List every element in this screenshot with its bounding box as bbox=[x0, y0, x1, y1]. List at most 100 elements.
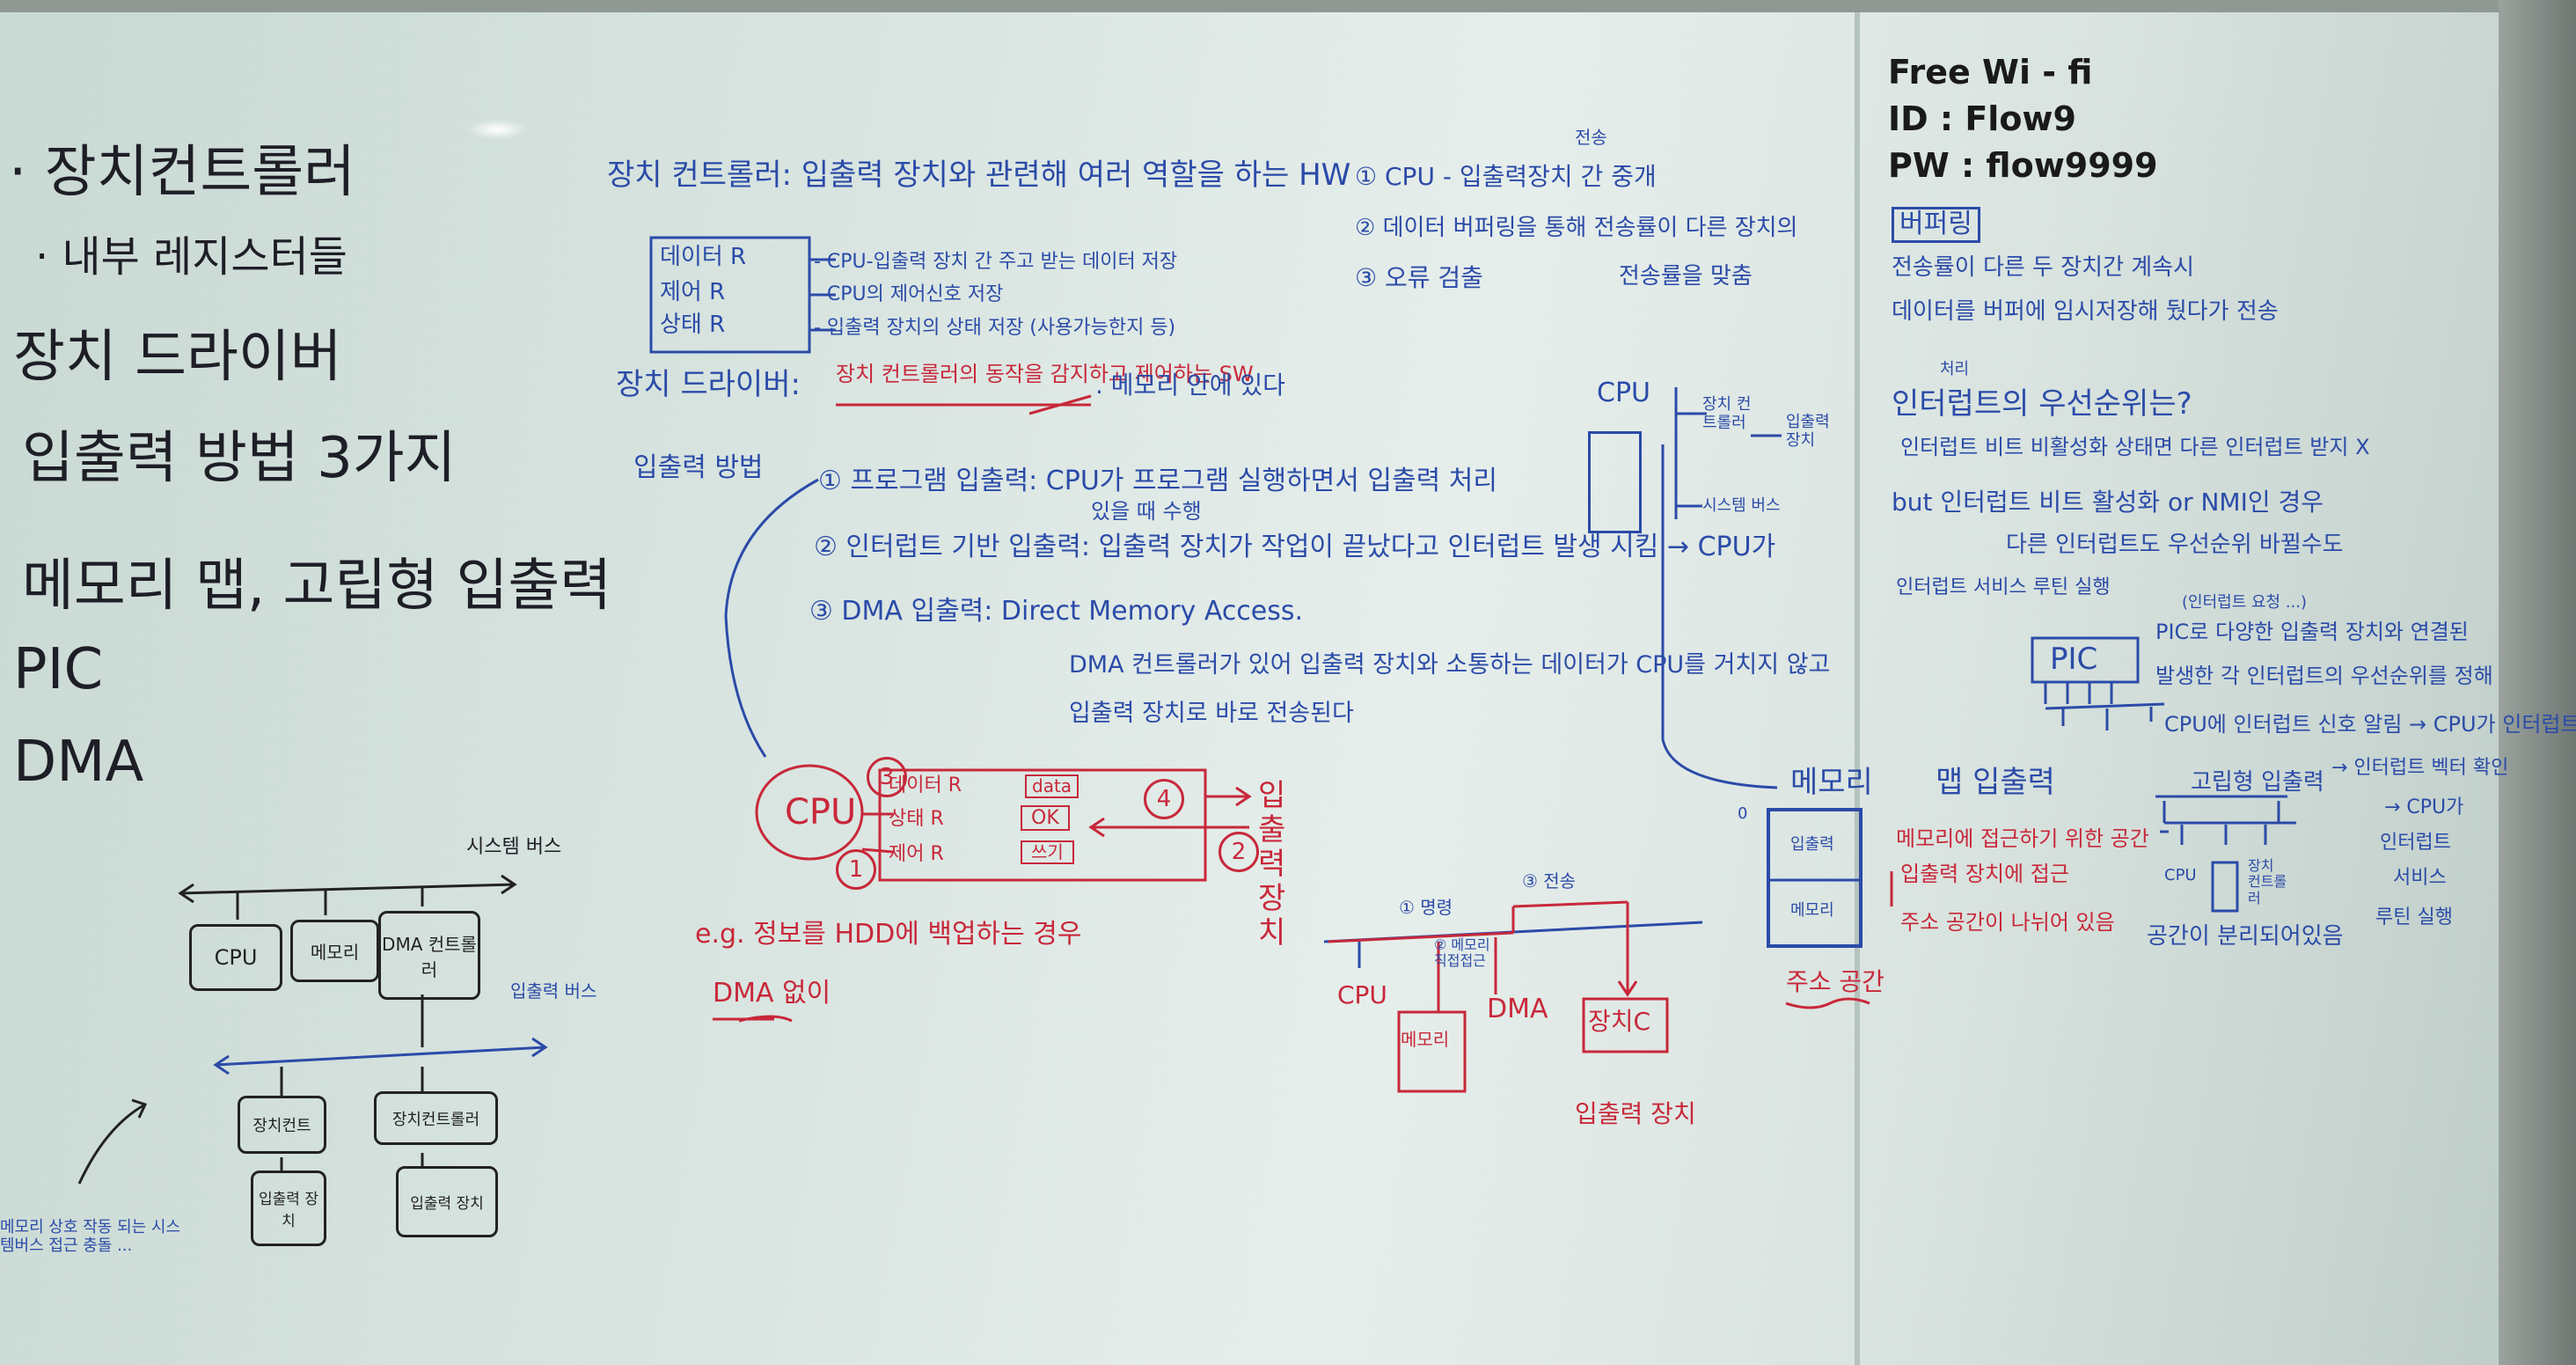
cpu-val-control: 쓰기 bbox=[1021, 840, 1074, 864]
whiteboard-top-frame bbox=[0, 0, 2576, 12]
pic-desc-1: PIC로 다양한 입출력 장치와 연결된 bbox=[2155, 620, 2469, 644]
memory-mapped-io-title: 맵 입출력 bbox=[1936, 765, 2055, 800]
priority-line-2: but 인터럽트 비트 활성화 or NMI인 경우 bbox=[1892, 488, 2324, 517]
whiteboard-panel-seam bbox=[1855, 12, 1860, 1365]
priority-line-3: 다른 인터럽트도 우선순위 바뀔수도 bbox=[2006, 532, 2344, 558]
io-method-2-tail: 있을 때 수행 bbox=[1091, 499, 1202, 524]
isolated-cpu: CPU bbox=[2164, 866, 2197, 884]
isolated-side-2: → CPU가 bbox=[2384, 796, 2464, 818]
small-system-bus: 시스템 버스 bbox=[1702, 496, 1781, 515]
isolated-side-1: → 인터럽트 벡터 확인 bbox=[2331, 757, 2509, 779]
io-methods-label: 입출력 방법 bbox=[633, 452, 764, 483]
pic-desc-2: 발생한 각 인터럽트의 우선순위를 정해 bbox=[2155, 664, 2493, 688]
priority-line-4: 인터럽트 서비스 루틴 실행 bbox=[1896, 576, 2111, 598]
left-item-device-controller: · 장치컨트롤러 bbox=[9, 140, 355, 205]
role-2: ② 데이터 버퍼링을 통해 전송률이 다른 장치의 bbox=[1355, 215, 1798, 241]
register-status: 상태 R bbox=[660, 312, 726, 338]
cpu-step-3: 3 bbox=[867, 757, 907, 797]
interrupt-priority-title: 인터럽트의 우선순위는? bbox=[1892, 386, 2192, 422]
mmio-line-1: 메모리에 접근하기 위한 공간 bbox=[1896, 826, 2149, 851]
left-io-device-1: 입출력 장치 bbox=[251, 1171, 326, 1246]
dma-diag-memory: 메모리 bbox=[1401, 1029, 1450, 1050]
left-system-bus-label: 시스템 버스 bbox=[466, 836, 562, 858]
register-data: 데이터 R bbox=[660, 244, 747, 270]
isolated-side-3: 인터럽트 bbox=[2380, 832, 2451, 854]
isolated-device-controller: 장치 컨트롤러 bbox=[2248, 857, 2287, 906]
isolated-io-title: 고립형 입출력 bbox=[2191, 769, 2324, 796]
memory-map-io-region: 입출력 bbox=[1790, 835, 1834, 854]
io-method-2: ② 인터럽트 기반 입출력: 입출력 장치가 작업이 끝났다고 인터럽트 발생 … bbox=[814, 532, 1776, 562]
role-3: ③ 오류 검출 bbox=[1355, 263, 1483, 292]
cpu-circle-label: CPU bbox=[785, 792, 857, 833]
cpu-val-status: OK bbox=[1021, 805, 1070, 832]
pic-desc-3: CPU에 인터럽트 신호 알림 → CPU가 인터럽트 bbox=[2164, 712, 2576, 737]
memory-map-label: 메모리 bbox=[1790, 765, 1873, 800]
register-control-desc: - CPU의 제어신호 저장 bbox=[814, 283, 1004, 305]
cpu-io-device-target: 입출력 장치 bbox=[1258, 778, 1286, 951]
memory-map-zero: 0 bbox=[1738, 804, 1748, 823]
left-item-memory-map: 메모리 맵, 고립형 입출력 bbox=[22, 554, 612, 619]
register-status-desc: - 입출력 장치의 상태 저장 (사용가능한지 등) bbox=[814, 317, 1176, 339]
buffering-line-2: 데이터를 버퍼에 임시저장해 뒀다가 전송 bbox=[1892, 298, 2279, 325]
example-hdd-backup: e.g. 정보를 HDD에 백업하는 경우 bbox=[695, 919, 1082, 950]
cpu-step-1: 1 bbox=[836, 849, 876, 890]
isolated-side-4: 서비스 bbox=[2393, 867, 2447, 889]
priority-line-1: 인터럽트 비트 비활성화 상태면 다른 인터럽트 받지 X bbox=[1900, 435, 2370, 459]
dma-diag-cpu: CPU bbox=[1337, 980, 1387, 1009]
role-1: ① CPU - 입출력장치 간 중개 bbox=[1355, 162, 1657, 191]
light-reflection bbox=[466, 119, 528, 140]
wifi-password: PW : flow9999 bbox=[1888, 146, 2158, 186]
dma-step-2: ② 메모리 직접접근 bbox=[1434, 936, 1490, 970]
left-item-pic: PIC bbox=[13, 637, 104, 702]
priority-note: 처리 bbox=[1940, 360, 1970, 378]
small-device-controller: 장치 컨트롤러 bbox=[1702, 395, 1752, 432]
register-control: 제어 R bbox=[660, 279, 726, 305]
buffering-line-1: 전송률이 다른 두 장치간 계속시 bbox=[1892, 254, 2195, 281]
dma-step-3: ③ 전송 bbox=[1522, 870, 1577, 892]
roles-note: 전송 bbox=[1575, 127, 1607, 148]
address-space-label: 주소 공간 bbox=[1786, 967, 1884, 996]
left-item-io-methods: 입출력 방법 3가지 bbox=[22, 426, 457, 491]
small-cpu-label: CPU bbox=[1597, 378, 1650, 408]
wifi-ssid: Free Wi - fi bbox=[1888, 53, 2093, 92]
cpu-step-2: 2 bbox=[1218, 832, 1259, 872]
mmio-line-2: 입출력 장치에 접근 bbox=[1900, 862, 2069, 886]
dma-diag-dma: DMA bbox=[1487, 994, 1548, 1024]
small-cpu-box bbox=[1588, 431, 1642, 533]
left-memory-box: 메모리 bbox=[290, 920, 379, 982]
io-method-3: ③ DMA 입출력: Direct Memory Access. bbox=[809, 596, 1304, 627]
left-item-dma: DMA bbox=[13, 730, 144, 795]
left-io-device-2: 입출력 장치 bbox=[396, 1166, 498, 1237]
left-cpu-box: CPU bbox=[189, 924, 282, 991]
cpu-step-4: 4 bbox=[1144, 779, 1184, 819]
small-io-device: 입출력 장치 bbox=[1786, 413, 1830, 450]
device-driver-tail: . 메모리 안에 있다 bbox=[1095, 371, 1285, 400]
left-item-device-driver: 장치 드라이버 bbox=[13, 325, 342, 390]
dma-diag-io-device: 입출력 장치 bbox=[1575, 1099, 1696, 1128]
buffering-title: 버퍼링 bbox=[1892, 207, 1980, 243]
io-method-1: ① 프로그램 입출력: CPU가 프로그램 실행하면서 입출력 처리 bbox=[818, 466, 1497, 496]
left-io-bus-label: 입출력 버스 bbox=[510, 980, 597, 1002]
left-bottom-note: 메모리 상호 작동 되는 시스템버스 접근 충돌 ... bbox=[0, 1218, 181, 1255]
without-dma-label: DMA 없이 bbox=[713, 978, 831, 1009]
register-data-desc: - CPU-입출력 장치 간 주고 받는 데이터 저장 bbox=[814, 251, 1178, 273]
device-driver-label: 장치 드라이버: bbox=[616, 367, 801, 402]
left-device-controller-1: 장치컨트 bbox=[238, 1096, 326, 1154]
device-controller-heading: 장치 컨트롤러: 입출력 장치와 관련해 여러 역할을 하는 HW bbox=[607, 158, 1351, 193]
pic-box-label: PIC bbox=[2050, 642, 2098, 677]
isolated-io-desc: 공간이 분리되어있음 bbox=[2147, 923, 2344, 950]
dma-diag-device: 장치C bbox=[1588, 1007, 1651, 1036]
left-item-registers: · 내부 레지스터들 bbox=[35, 232, 348, 282]
dma-desc-line1: DMA 컨트롤러가 있어 입출력 장치와 소통하는 데이터가 CPU를 거치지 … bbox=[1069, 651, 1831, 679]
device-driver-desc: 장치 컨트롤러의 동작을 감지하고 제어하는 SW bbox=[836, 362, 1254, 386]
cpu-val-data: data bbox=[1025, 774, 1079, 798]
dma-desc-line2: 입출력 장치로 바로 전송된다 bbox=[1069, 700, 1354, 727]
memory-map-memory-region: 메모리 bbox=[1790, 901, 1834, 920]
mmio-line-3: 주소 공간이 나뉘어 있음 bbox=[1900, 910, 2115, 935]
dma-step-1: ① 명령 bbox=[1399, 897, 1453, 918]
left-dma-box: DMA 컨트롤러 bbox=[378, 911, 480, 1000]
pic-note: (인터럽트 요청 ...) bbox=[2182, 593, 2308, 612]
cpu-reg-control: 제어 R bbox=[889, 843, 944, 865]
left-device-controller-2: 장치컨트롤러 bbox=[374, 1091, 498, 1145]
